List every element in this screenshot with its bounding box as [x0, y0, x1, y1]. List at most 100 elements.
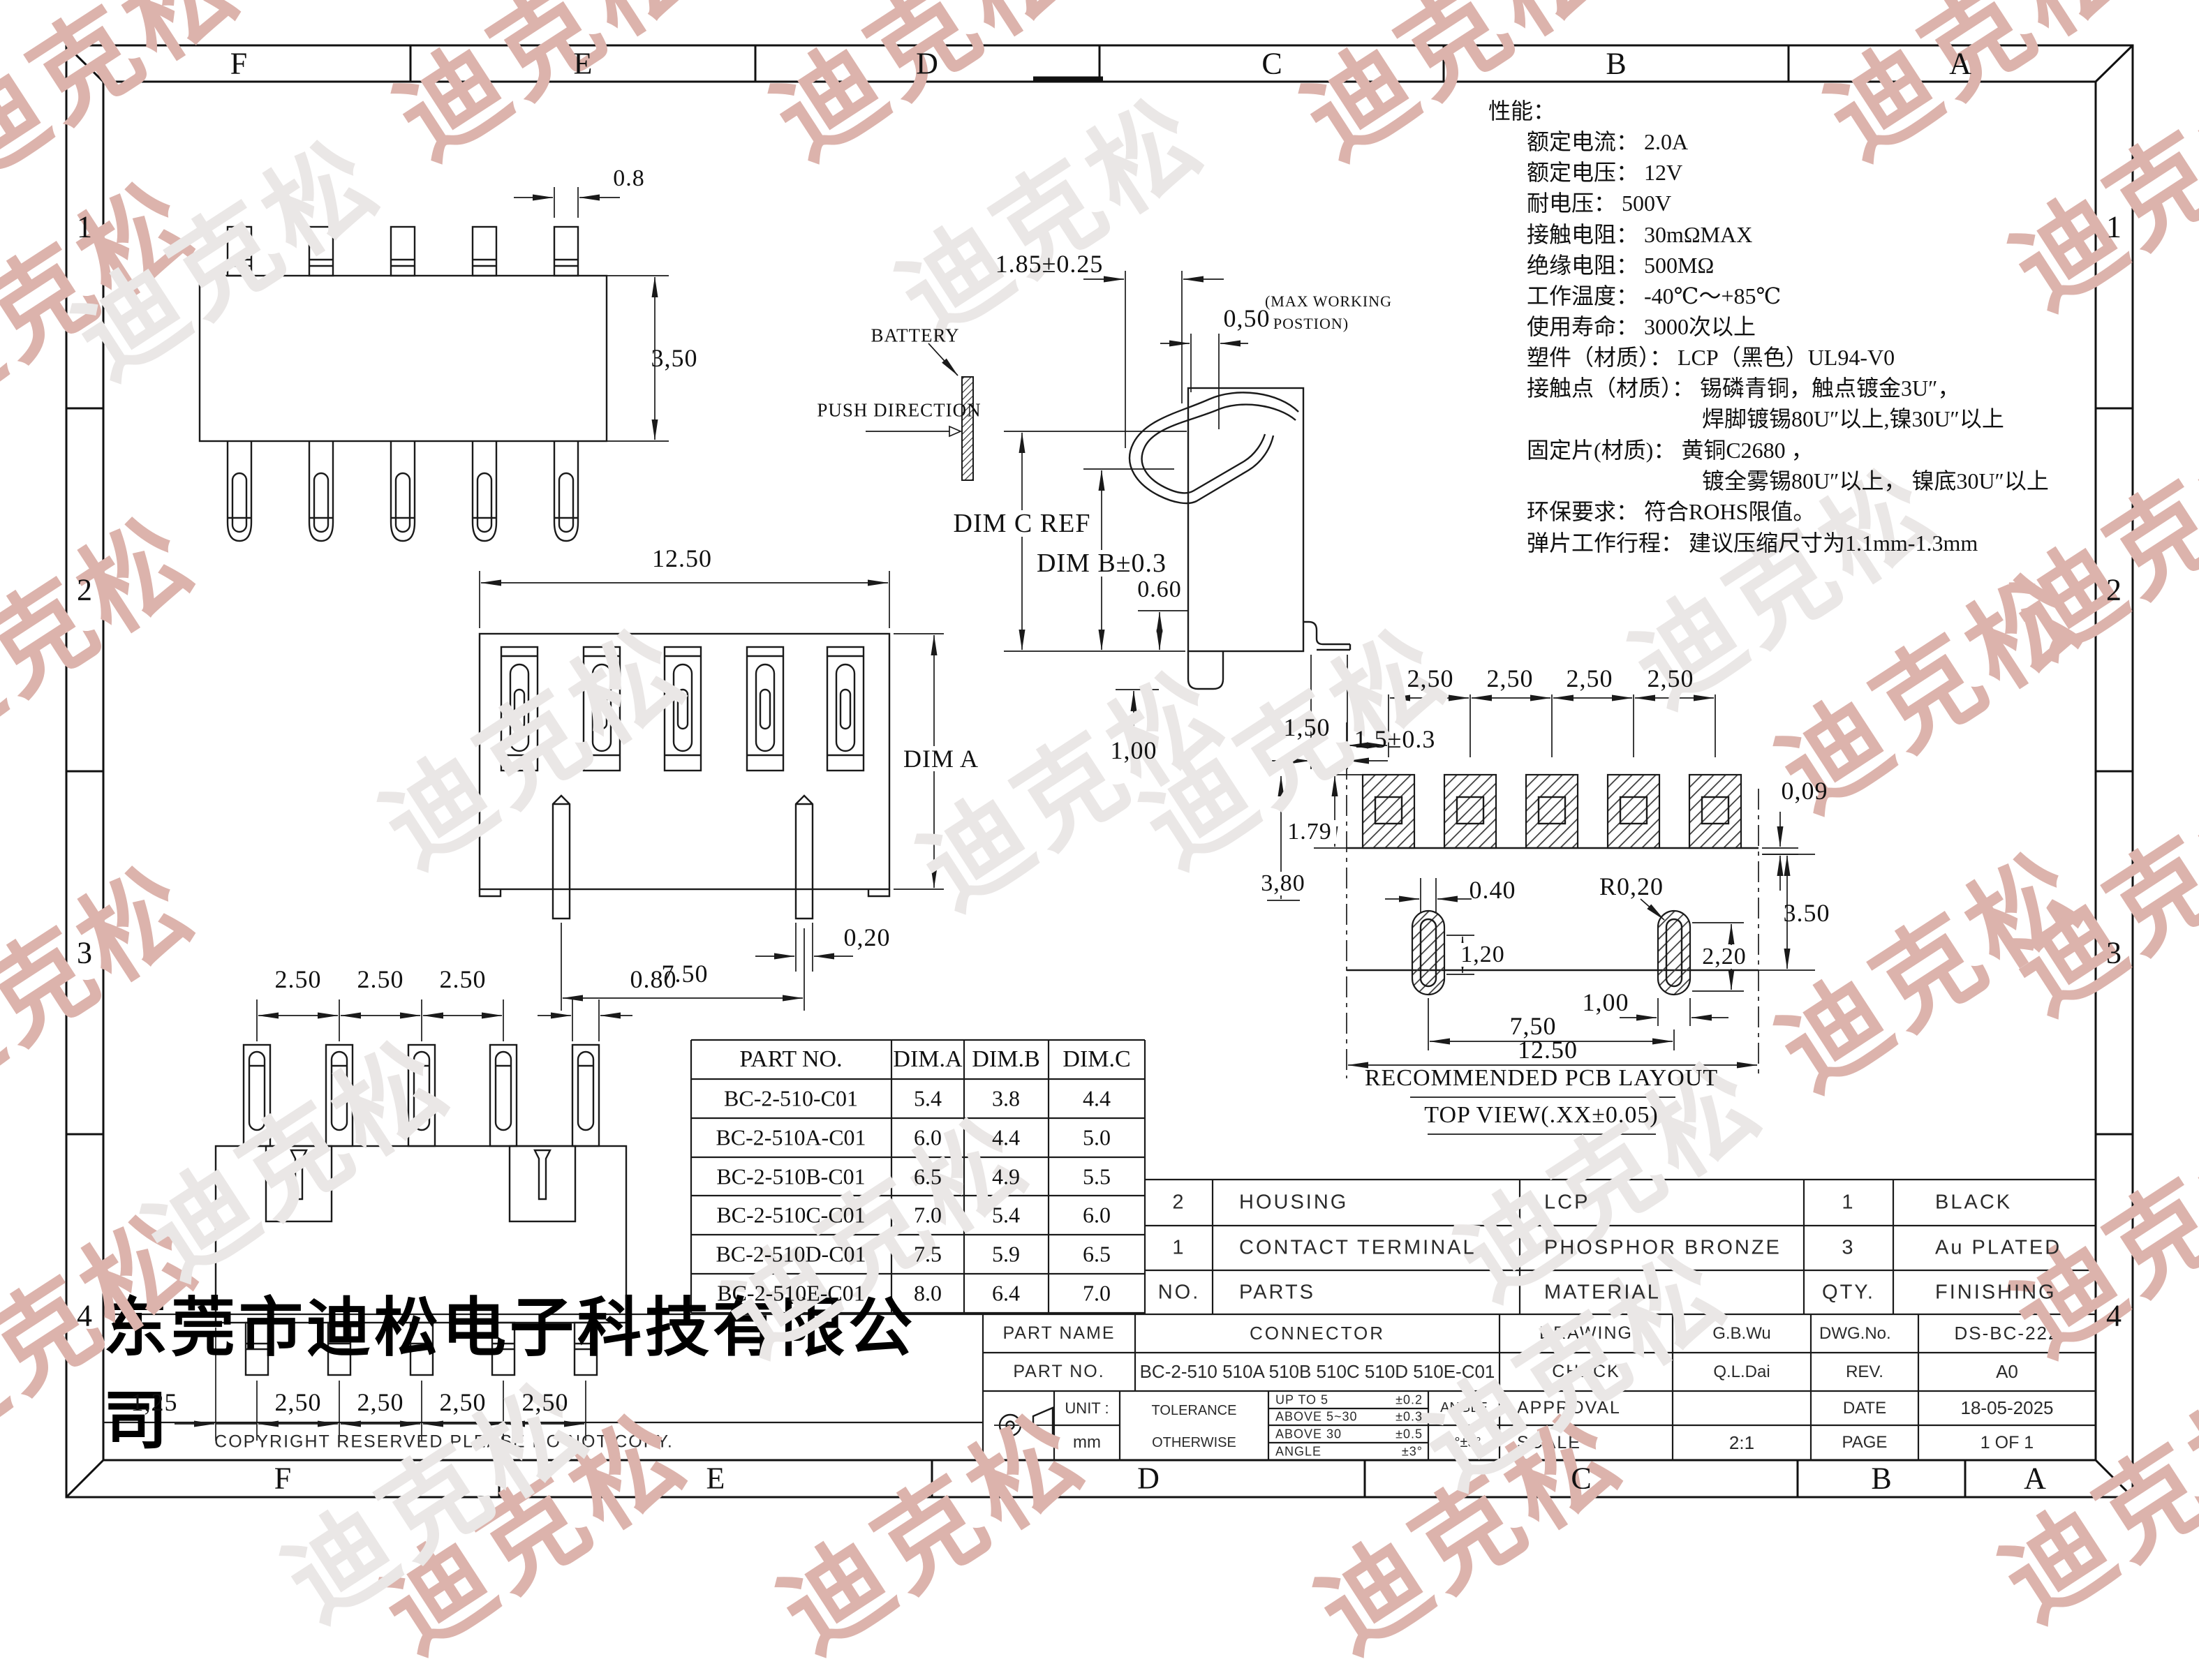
- titleblock-scale-value: 2:1: [1728, 1432, 1755, 1453]
- titleblock-part-name: CONNECTOR: [1249, 1323, 1386, 1344]
- view-front: [478, 571, 944, 1011]
- dim-table-cell: 5.4: [992, 1202, 1020, 1228]
- copyright-notice: COPYRIGHT RESERVED,PLEASE DO NOT COPY.: [214, 1432, 674, 1452]
- dim-table-cell: 5.9: [992, 1241, 1020, 1267]
- spec-line: 环保要求： 符合ROHS限值。: [1527, 499, 1816, 524]
- titleblock-partno: BC-2-510 510A 510B 510C 510D 510E-C01: [1139, 1361, 1495, 1382]
- dim-label: 2,50: [1566, 664, 1613, 692]
- spec-line: 镀全雾锡80U″以上， 镍底30U″以上: [1702, 468, 2049, 493]
- dim-table-header: PART NO.: [739, 1046, 843, 1072]
- sheet-frame: [65, 44, 2134, 1499]
- dim-table-cell: 6.5: [914, 1164, 942, 1189]
- dim-label: 0,50: [1223, 304, 1271, 332]
- spec-line: 塑件（材质）： LCP（黑色）UL94-V0: [1527, 345, 1895, 370]
- dim-label: 1,20: [1456, 943, 1509, 967]
- dim-label: 0.40: [1469, 876, 1516, 904]
- titleblock-dwgno: DS-BC-222: [1954, 1323, 2060, 1344]
- dim-label: PUSH DIRECTION: [817, 399, 982, 421]
- dim-table-cell: 7.5: [914, 1241, 942, 1267]
- zone-label-left: 4: [77, 1298, 92, 1333]
- titleblock-date-label: DATE: [1842, 1398, 1887, 1418]
- dim-label: 1,25: [131, 1388, 178, 1416]
- zone-label-top: A: [1949, 46, 1971, 81]
- titleblock-otherwise-label: OTHERWISE: [1152, 1434, 1236, 1450]
- zone-label-bottom: E: [706, 1461, 725, 1496]
- dim-label: DIM A: [898, 746, 984, 771]
- bom-cell: FINISHING: [1935, 1281, 2057, 1304]
- bom-cell: 1: [1842, 1191, 1856, 1214]
- tolerance-range: ABOVE 30: [1275, 1427, 1342, 1441]
- view-top: [198, 187, 669, 542]
- zone-label-left: 3: [77, 935, 92, 970]
- dim-table-cell: 5.5: [1083, 1164, 1111, 1189]
- zone-label-right: 4: [2106, 1298, 2122, 1333]
- spec-line: 额定电压： 12V: [1527, 160, 1683, 185]
- zone-label-right: 3: [2106, 935, 2122, 970]
- spec-line: 弹片工作行程： 建议压缩尺寸为1.1mm-1.3mm: [1527, 530, 1978, 556]
- dim-table-cell: BC-2-510-C01: [724, 1085, 858, 1111]
- table-grid: [103, 1039, 2096, 1460]
- dim-label: 12.50: [1518, 1036, 1578, 1064]
- zone-label-right: 2: [2106, 572, 2122, 607]
- dim-table-cell: BC-2-510B-C01: [716, 1164, 866, 1189]
- spec-line: 耐电压： 500V: [1527, 191, 1672, 216]
- dim-label: 7,50: [1509, 1012, 1557, 1040]
- spec-line: 使用寿命： 3000次以上: [1527, 314, 1756, 339]
- bom-cell: NO.: [1157, 1281, 1201, 1304]
- zone-label-right: 1: [2106, 209, 2122, 244]
- titleblock-drawing-label: DRAWING: [1539, 1323, 1633, 1343]
- dim-table-cell: 5.4: [914, 1085, 942, 1111]
- dim-table-cell: 4.4: [1083, 1085, 1111, 1111]
- tolerance-value: ±0.2: [1395, 1392, 1423, 1407]
- tolerance-range: UP TO 5: [1275, 1392, 1329, 1407]
- dim-label: 2,50: [357, 1388, 404, 1416]
- titleblock-approval-label: APPROVAL: [1517, 1398, 1621, 1418]
- spec-line: 接触点（材质）： 锡磷青铜，触点镀金3U″，: [1527, 376, 1960, 401]
- titleblock-page-label: PAGE: [1842, 1433, 1888, 1452]
- tolerance-value: ±0.3: [1395, 1409, 1423, 1424]
- titleblock-tolerance-label: TOLERANCE: [1151, 1402, 1237, 1418]
- spec-line: 工作温度： -40℃～+85℃: [1527, 283, 1782, 309]
- titleblock-dwgno-label: DWG.No.: [1819, 1323, 1891, 1343]
- bom-cell: MATERIAL: [1544, 1281, 1661, 1304]
- view-pcb-layout: [1267, 694, 1815, 1135]
- zone-label-top: E: [573, 46, 593, 81]
- tolerance-value: ±0.5: [1395, 1427, 1423, 1441]
- titleblock-unit-value: mm: [1073, 1433, 1101, 1452]
- tolerance-range: ANGLE: [1275, 1444, 1322, 1459]
- dim-label: 0.8: [613, 165, 645, 191]
- bom-cell: PHOSPHOR BRONZE: [1544, 1236, 1782, 1259]
- bom-cell: QTY.: [1822, 1281, 1875, 1304]
- dim-table-cell: 7.0: [1083, 1280, 1111, 1306]
- dim-label: 2,50: [1647, 664, 1694, 692]
- bom-cell: Au PLATED: [1935, 1236, 2062, 1259]
- bom-cell: 3: [1842, 1236, 1856, 1259]
- spec-line: 接触电阻： 30mΩMAX: [1527, 222, 1753, 247]
- dim-label: 1,50: [1283, 713, 1331, 741]
- zone-label-bottom: F: [274, 1461, 292, 1496]
- dim-label: 1.5±0.3: [1354, 725, 1436, 753]
- dim-label: 2,20: [1698, 945, 1751, 969]
- dim-label: 2.50: [357, 965, 404, 993]
- dim-table-header: DIM.B: [972, 1046, 1040, 1072]
- spec-line: 焊脚镀锡80U″以上,镍30U″以上: [1702, 406, 2004, 431]
- bom-cell: LCP: [1544, 1191, 1590, 1214]
- dim-label: 7.50: [661, 960, 709, 988]
- dim-table-cell: 7.0: [914, 1202, 942, 1228]
- dim-label: 1.79: [1283, 820, 1336, 844]
- dim-label: 2,50: [521, 1388, 569, 1416]
- zone-label-bottom: D: [1137, 1461, 1160, 1496]
- titleblock-date-value: 18-05-2025: [1960, 1397, 2054, 1418]
- dim-label: R0,20: [1599, 872, 1664, 900]
- dim-table-header: DIM.C: [1063, 1046, 1131, 1072]
- dim-label: DIM B±0.3: [1032, 550, 1171, 577]
- dim-label: 0,09: [1781, 777, 1828, 805]
- spec-line: 绝缘电阻： 500MΩ: [1527, 253, 1715, 278]
- bom-cell: PARTS: [1239, 1281, 1316, 1304]
- titleblock-rev: A0: [1996, 1361, 2018, 1382]
- dim-table-cell: 6.4: [992, 1280, 1020, 1306]
- titleblock-rev-label: REV.: [1846, 1362, 1883, 1381]
- dim-label: 12.50: [652, 544, 712, 572]
- bom-cell: BLACK: [1935, 1191, 2013, 1214]
